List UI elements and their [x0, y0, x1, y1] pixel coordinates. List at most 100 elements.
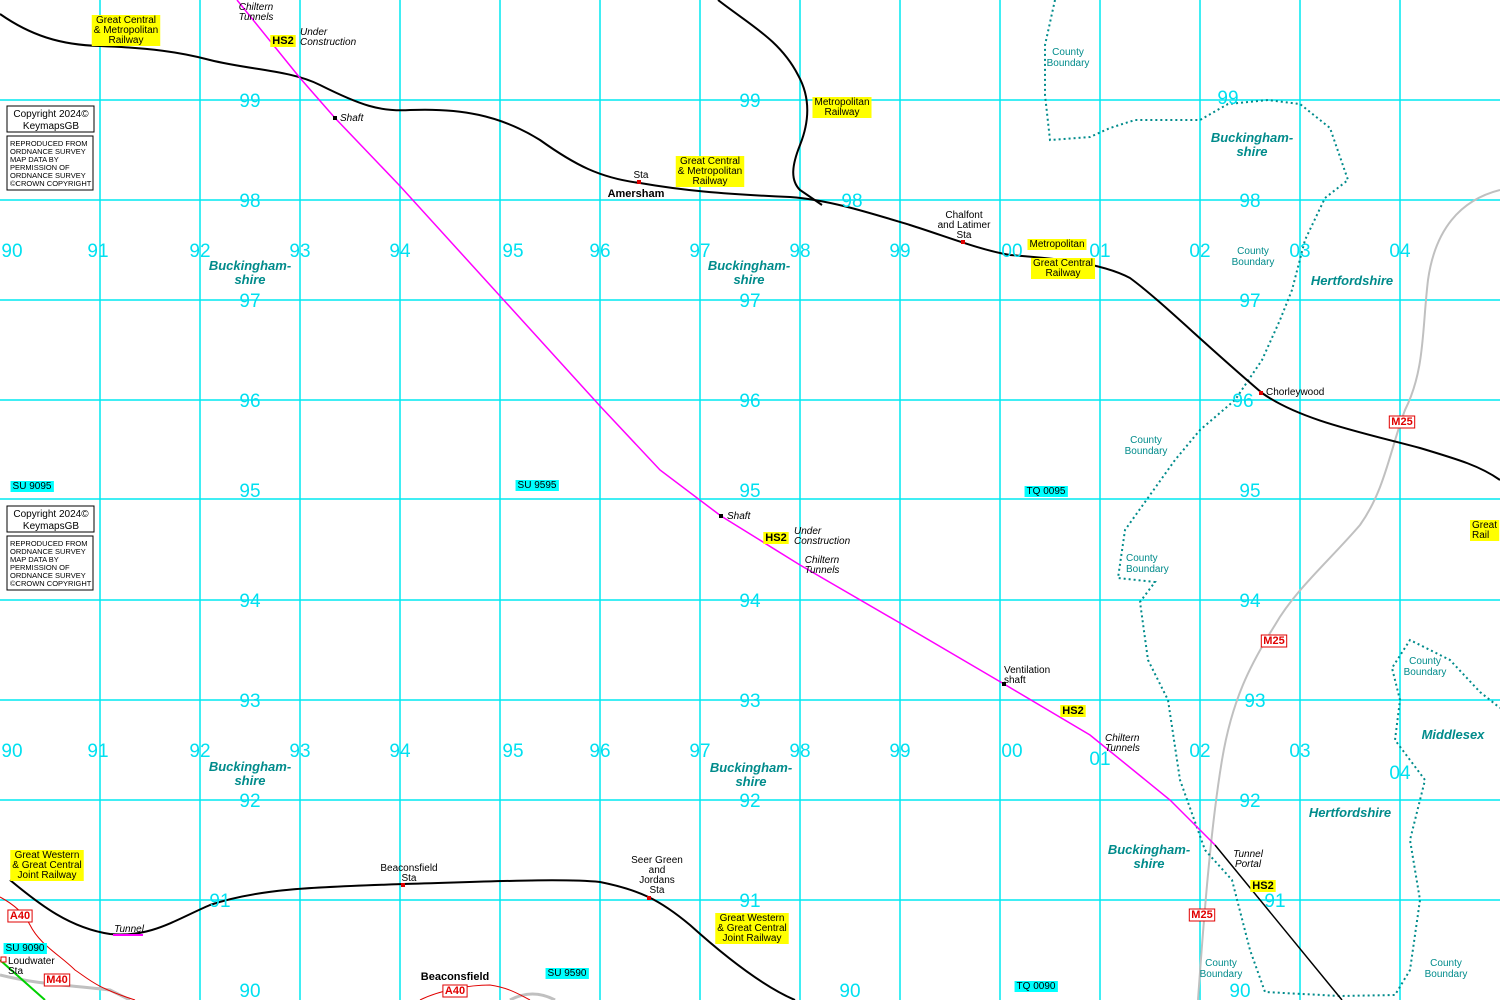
label-background	[715, 913, 789, 944]
station-label-line: Sta	[649, 885, 664, 896]
feature-note-line: Construction	[794, 536, 851, 547]
feature-note: Tunnel	[114, 924, 145, 935]
hs2-route	[236, 0, 1216, 846]
county-boundary-label-line: County	[1126, 553, 1158, 564]
northing-label: 96	[739, 391, 760, 412]
county-name-buckinghamshire-line: Buckingham-	[708, 258, 790, 273]
label-background	[1060, 705, 1086, 717]
easting-label: 99	[889, 241, 910, 262]
northing-label: 93	[1244, 691, 1265, 712]
station-label-line: Ventilation	[1004, 665, 1050, 676]
station-markers	[0, 116, 1263, 963]
county-boundary-label-line: County	[1237, 246, 1269, 257]
ordnance-survey-notice: ORDNANCE SURVEY	[10, 547, 86, 556]
ordnance-survey-notice: ORDNANCE SURVEY	[10, 147, 86, 156]
ordnance-survey-notice: ©CROWN COPYRIGHT	[10, 179, 92, 188]
county-name-buckinghamshire: Buckingham-shire	[710, 760, 792, 789]
railway-name-label-line: Railway	[108, 35, 143, 46]
feature-note-line: Chiltern	[239, 2, 274, 13]
easting-label: 04	[1389, 763, 1411, 784]
railway-name-label-line: Great Western	[720, 913, 785, 924]
feature-note-line: Under	[300, 27, 328, 38]
railway-name-label-line: & Great Central	[717, 923, 786, 934]
county-boundary-label-line: Boundary	[1126, 564, 1169, 575]
easting-label: 91	[87, 241, 108, 262]
label-background	[1250, 880, 1276, 892]
station-label-line: Beaconsfield	[380, 863, 437, 874]
easting-label: 00	[1001, 241, 1022, 262]
station-label-line: Seer Green	[631, 855, 683, 866]
county-boundary-line	[1044, 0, 1500, 998]
hs2-label: HS2	[1062, 705, 1083, 717]
railway-name-label-line: Great Central	[680, 156, 740, 167]
county-boundary-label-line: County	[1130, 435, 1162, 446]
northing-label: 94	[1239, 591, 1261, 612]
feature-note-line: Under	[794, 526, 822, 537]
county-name-buckinghamshire-line: shire	[733, 272, 764, 287]
copyright-text: Copyright 2024©	[13, 509, 89, 520]
easting-label: 04	[1389, 241, 1411, 262]
station-label-line: Chalfont	[945, 210, 982, 221]
label-background	[1188, 908, 1216, 922]
railway-name-label-line: & Metropolitan	[94, 25, 158, 36]
label-background	[7, 909, 33, 923]
hs2-label: HS2	[1252, 880, 1273, 892]
railway-name-label-line: Rail	[1472, 530, 1489, 541]
easting-label: 97	[689, 241, 710, 262]
northing-label: 92	[1239, 791, 1260, 812]
northing-label: 90	[839, 981, 860, 1000]
northing-label: 90	[1229, 981, 1250, 1000]
easting-label: 02	[1189, 241, 1210, 262]
northing-label: 92	[239, 791, 260, 812]
label-background	[1024, 486, 1068, 497]
metropolitan-railway-line	[717, 0, 823, 206]
grid-reference-label: SU 9590	[548, 968, 587, 979]
station-label-line: Sta	[8, 966, 23, 977]
railway-name-label-line: Great	[1472, 520, 1497, 531]
station-label-line: Loudwater	[8, 956, 55, 967]
town-label-beaconsfield: Beaconsfield	[421, 971, 489, 983]
easting-label: 93	[289, 741, 310, 762]
railway-name-label-line: Railway	[692, 176, 727, 187]
road-number-label: M25	[1191, 909, 1212, 921]
label-background	[675, 156, 745, 187]
northing-label: 99	[739, 91, 760, 112]
county-boundary-label-line: Boundary	[1047, 58, 1090, 69]
northing-label: 98	[1239, 191, 1260, 212]
ordnance-survey-notice: ORDNANCE SURVEY	[10, 571, 86, 580]
station-label-line: shaft	[1004, 675, 1026, 686]
label-background	[545, 968, 589, 979]
road-number-label: M25	[1391, 416, 1412, 428]
northing-label: 97	[239, 291, 260, 312]
county-name-buckinghamshire-line: Buckingham-	[1211, 130, 1293, 145]
easting-label: 98	[789, 241, 810, 262]
easting-label: 95	[502, 241, 523, 262]
easting-label: 03	[1289, 741, 1310, 762]
ordnance-survey-notice: MAP DATA BY	[10, 155, 59, 164]
railway-name-label-line: Metropolitan	[1029, 239, 1084, 250]
station-label-line: Chorleywood	[1266, 387, 1324, 398]
m40-motorway-2	[509, 992, 556, 1000]
northing-label: 95	[239, 481, 260, 502]
county-boundary-label-line: Boundary	[1232, 257, 1275, 268]
easting-label: 02	[1189, 741, 1210, 762]
county-boundary-label-line: Boundary	[1200, 969, 1243, 980]
northing-label: 92	[739, 791, 760, 812]
easting-label: 96	[589, 741, 610, 762]
county-boundary-label-line: County	[1430, 958, 1462, 969]
county-name-buckinghamshire-line: Buckingham-	[1108, 842, 1190, 857]
feature-note-line: Tunnels	[239, 12, 274, 23]
